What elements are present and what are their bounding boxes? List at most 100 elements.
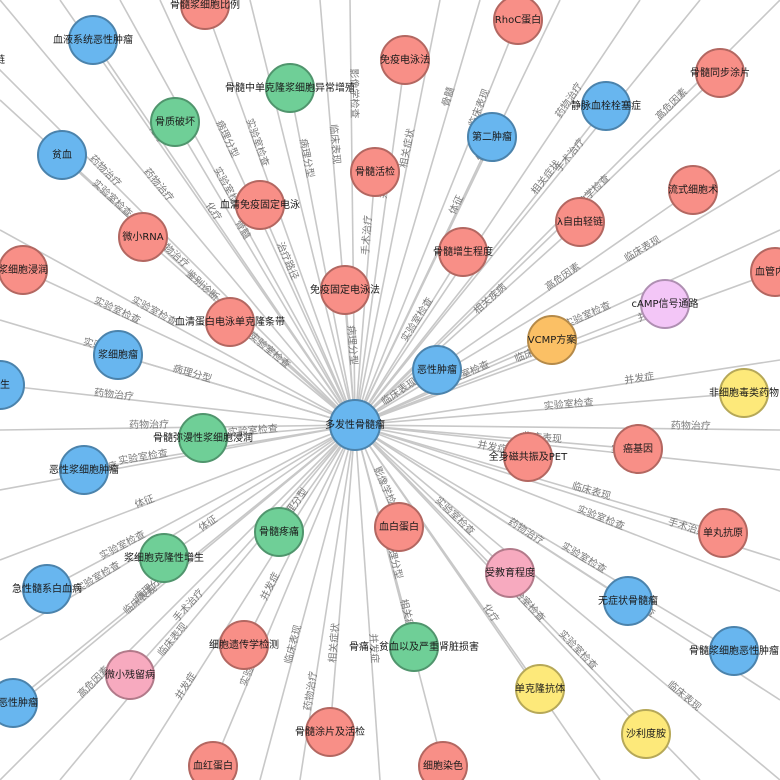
graph-node[interactable]: 骨髓浆细胞比例: [170, 0, 240, 30]
graph-node[interactable]: 第二肿瘤: [467, 112, 517, 162]
graph-node[interactable]: 免疫固定电泳法: [310, 265, 380, 315]
node-circle[interactable]: [254, 507, 304, 557]
graph-node[interactable]: 血红蛋白: [188, 741, 238, 780]
graph-node[interactable]: 骨髓疼痛: [254, 507, 304, 557]
graph-node[interactable]: 微小RNA: [118, 212, 168, 262]
node-circle[interactable]: [640, 279, 690, 329]
node-circle[interactable]: [698, 508, 748, 558]
node-circle[interactable]: [695, 48, 745, 98]
graph-node[interactable]: 增生: [0, 360, 25, 410]
node-circle[interactable]: [581, 81, 631, 131]
node-circle[interactable]: [180, 0, 230, 30]
node-circle[interactable]: [515, 664, 565, 714]
graph-node[interactable]: 血白蛋白: [374, 502, 424, 552]
graph-node[interactable]: 免疫电泳法: [380, 35, 430, 85]
node-circle[interactable]: [118, 212, 168, 262]
node-circle[interactable]: [613, 424, 663, 474]
graph-node[interactable]: 骨髓增生程度: [433, 227, 493, 277]
node-circle[interactable]: [493, 0, 543, 45]
graph-node[interactable]: 由轻链: [0, 53, 5, 66]
node-circle[interactable]: [205, 297, 255, 347]
node-circle[interactable]: [668, 165, 718, 215]
node-circle[interactable]: [59, 445, 109, 495]
center-node[interactable]: 多发性骨髓瘤: [325, 399, 385, 451]
graph-node[interactable]: 非细胞毒类药物: [709, 368, 779, 418]
graph-node[interactable]: 静脉血栓栓塞症: [571, 81, 641, 131]
node-circle[interactable]: [603, 576, 653, 626]
node-circle[interactable]: [37, 130, 87, 180]
node-circle[interactable]: [93, 330, 143, 380]
graph-node[interactable]: 血清免疫固定电泳: [220, 180, 300, 230]
graph-node[interactable]: 贫血: [37, 130, 87, 180]
graph-node[interactable]: 恶性肿瘤: [412, 345, 462, 395]
graph-node[interactable]: VCMP方案: [527, 315, 577, 365]
graph-node[interactable]: 无症状骨髓瘤: [598, 576, 658, 626]
graph-node[interactable]: 恶性浆细胞肿瘤: [49, 445, 119, 495]
graph-node[interactable]: 骨髓浆细胞恶性肿瘤: [689, 626, 779, 676]
node-circle[interactable]: [412, 345, 462, 395]
graph-node[interactable]: 受教育程度: [485, 548, 535, 598]
graph-node[interactable]: 微小残留病: [105, 650, 155, 700]
node-circle[interactable]: [750, 247, 780, 297]
node-circle[interactable]: [555, 197, 605, 247]
graph-node[interactable]: 单丸抗原: [698, 508, 748, 558]
node-circle[interactable]: [139, 533, 189, 583]
graph-node[interactable]: 单克隆抗体: [515, 664, 565, 714]
graph-node[interactable]: 浆细胞浸润: [0, 245, 48, 295]
node-circle[interactable]: [329, 399, 381, 451]
graph-node[interactable]: 骨髓中单克隆浆细胞异常增殖: [225, 63, 355, 113]
graph-node[interactable]: 浆细胞克隆性增生: [124, 533, 204, 583]
node-circle[interactable]: [150, 97, 200, 147]
node-circle[interactable]: [485, 548, 535, 598]
graph-node[interactable]: 流式细胞术: [668, 165, 718, 215]
node-circle[interactable]: [418, 741, 468, 780]
node-circle[interactable]: [178, 413, 228, 463]
graph-node[interactable]: 癌基因: [613, 424, 663, 474]
node-circle[interactable]: [0, 245, 48, 295]
node-circle[interactable]: [219, 620, 269, 670]
node-circle[interactable]: [350, 147, 400, 197]
node-circle[interactable]: [188, 741, 238, 780]
node-circle[interactable]: [22, 564, 72, 614]
graph-node[interactable]: 沙利度胺: [621, 709, 671, 759]
node-circle[interactable]: [374, 502, 424, 552]
node-circle[interactable]: [0, 360, 25, 410]
node-circle[interactable]: [709, 626, 759, 676]
graph-node[interactable]: λ自由轻链: [555, 197, 605, 247]
node-circle[interactable]: [503, 432, 553, 482]
node-circle[interactable]: [621, 709, 671, 759]
node-circle[interactable]: [438, 227, 488, 277]
node-circle[interactable]: [527, 315, 577, 365]
node-circle[interactable]: [235, 180, 285, 230]
graph-node[interactable]: 细胞染色: [418, 741, 468, 780]
graph-node[interactable]: 骨质破坏: [150, 97, 200, 147]
node-circle[interactable]: [68, 15, 118, 65]
node-circle[interactable]: [389, 622, 439, 672]
graph-node[interactable]: cAMP信号通路: [632, 279, 699, 329]
node-circle[interactable]: [265, 63, 315, 113]
graph-node[interactable]: 骨髓同步涂片: [690, 48, 750, 98]
graph-node[interactable]: 细胞遗传学检测: [209, 620, 279, 670]
graph-node[interactable]: 胞恶性肿瘤: [0, 678, 38, 728]
node-circle[interactable]: [380, 35, 430, 85]
graph-node[interactable]: 骨髓活检: [350, 147, 400, 197]
node-circle[interactable]: [467, 112, 517, 162]
node-circle[interactable]: [105, 650, 155, 700]
graph-node[interactable]: 急性髓系白血病: [12, 564, 82, 614]
graph-node[interactable]: 血液系统恶性肿瘤: [53, 15, 133, 65]
graph-node[interactable]: 全身磁共振及PET: [489, 432, 568, 482]
node-circle[interactable]: [305, 707, 355, 757]
graph-node[interactable]: 浆细胞瘤: [93, 330, 143, 380]
graph-node[interactable]: 血清蛋白电泳单克隆条带: [175, 297, 285, 347]
graph-node[interactable]: RhoC蛋白: [493, 0, 543, 45]
graph-node[interactable]: 骨痛、贫血以及严重肾脏损害: [349, 622, 479, 672]
node-circle[interactable]: [719, 368, 769, 418]
node-circle[interactable]: [320, 265, 370, 315]
graph-node[interactable]: 骨髓涂片及活检: [295, 707, 365, 757]
graph-node[interactable]: 骨髓弥漫性浆细胞浸润: [153, 413, 253, 463]
node-circle[interactable]: [0, 678, 38, 728]
graph-node[interactable]: 血管内皮: [750, 247, 780, 297]
